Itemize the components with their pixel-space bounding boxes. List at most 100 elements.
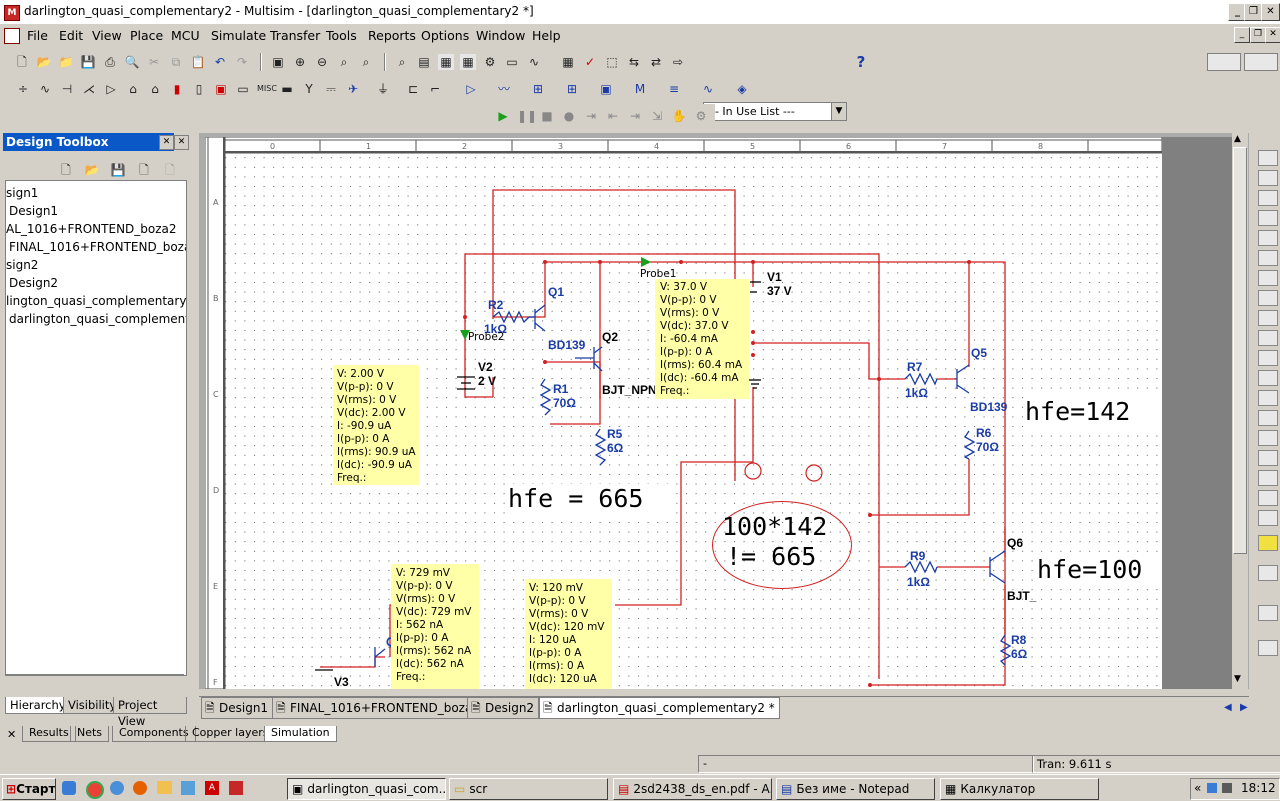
hand-icon[interactable]: ✋ <box>671 109 687 123</box>
show-desktop-icon[interactable] <box>62 781 76 795</box>
ttl-icon[interactable]: ⌂ <box>129 82 137 96</box>
tab-nets[interactable]: Nets <box>70 726 110 742</box>
schematic-sheet[interactable]: 0 1 2 3 4 5 6 7 8 A B C D E F <box>205 137 1162 689</box>
print-preview-icon[interactable]: 🔍 <box>124 55 140 69</box>
close-icon[interactable]: ✕ <box>7 728 17 741</box>
stop-icon[interactable]: ■ <box>541 109 553 123</box>
ni-components-icon[interactable]: ✈ <box>347 82 359 96</box>
connector-dropdown-icon[interactable]: ⊞ <box>566 82 578 96</box>
volume-icon[interactable] <box>1222 783 1232 793</box>
sheet-tab-design1[interactable]: 🗎Design1 <box>201 697 274 719</box>
iv-analyzer-icon[interactable] <box>1258 350 1278 366</box>
chevron-down-icon[interactable]: ▼ <box>831 103 846 120</box>
save-icon[interactable]: 💾 <box>80 55 96 69</box>
postprocessor-icon[interactable]: ∿ <box>528 55 540 69</box>
ni-elvis-icon[interactable] <box>1258 565 1278 581</box>
tree-item-final-root[interactable]: AL_1016+FRONTEND_boza2 <box>6 222 177 236</box>
sheet-tab-design2[interactable]: 🗎Design2 <box>467 697 540 719</box>
misc-icon[interactable]: MISC <box>257 84 277 93</box>
source-icon[interactable]: ÷ <box>17 82 29 96</box>
breakpoint-icon[interactable]: ● <box>563 109 575 123</box>
mdi-minimize-button[interactable]: _ <box>1234 27 1250 43</box>
tab-scroll-left-icon[interactable]: ◀ <box>1224 702 1232 713</box>
redo-icon[interactable]: ↷ <box>236 55 248 69</box>
zoom-area-icon[interactable]: ⌕ <box>340 55 348 69</box>
logic-converter-icon[interactable] <box>1258 330 1278 346</box>
tab-copper-layers[interactable]: Copper layers <box>185 726 276 742</box>
labview-instrument-icon[interactable] <box>1258 535 1278 551</box>
diode-icon[interactable]: ⊣ <box>61 82 73 96</box>
frequency-counter-icon[interactable] <box>1258 270 1278 286</box>
task-notepad[interactable]: ▤Без име - Notepad <box>776 778 935 800</box>
indicator-icon[interactable]: ▭ <box>237 82 249 96</box>
zoom-fit-icon[interactable]: ⌕ <box>362 55 370 69</box>
note-hfe-142[interactable]: hfe=142 <box>1025 395 1162 429</box>
open-icon[interactable]: 📂 <box>36 55 52 69</box>
bus-icon[interactable]: ⌐ <box>429 82 441 96</box>
run-icon[interactable]: ▶ <box>498 109 508 123</box>
database-manager-icon[interactable]: ⚙ <box>484 55 496 69</box>
backannotate-icon[interactable]: ⇆ <box>628 55 640 69</box>
tree-item-design1-root[interactable]: sign1 <box>6 186 39 200</box>
note-calc-2[interactable]: != 665 <box>726 542 817 571</box>
task-calculator[interactable]: ▦Калкулатор <box>940 778 1099 800</box>
tab-simulation[interactable]: Simulation <box>264 726 337 742</box>
instrument-dropdown-icon[interactable]: ▣ <box>600 82 612 96</box>
menu-mcu[interactable]: MCU <box>171 28 200 43</box>
close-icon[interactable]: ✕ <box>174 135 189 150</box>
probe-dropdown-icon[interactable]: ▷ <box>466 82 476 96</box>
open-sample-icon[interactable]: 📁 <box>58 55 74 69</box>
tree-item-final[interactable]: FINAL_1016+FRONTEND_boza2 <box>9 240 187 254</box>
agilent-generator-icon[interactable] <box>1258 430 1278 446</box>
in-use-list-dropdown[interactable]: --- In Use List --- ▼ <box>703 102 847 121</box>
tray-expand-icon[interactable]: « <box>1194 781 1202 795</box>
cut-icon[interactable]: ✂ <box>148 55 160 69</box>
oscilloscope-icon[interactable] <box>1258 210 1278 226</box>
new-sheet-icon[interactable]: 🗋 <box>139 163 149 177</box>
transistor-icon[interactable]: ⋌ <box>83 82 95 96</box>
mdi-close-button[interactable]: ✕ <box>1265 27 1280 43</box>
wattmeter-icon[interactable] <box>1258 190 1278 206</box>
current-probe-icon[interactable] <box>1258 605 1278 621</box>
menu-simulate[interactable]: Simulate <box>211 28 267 43</box>
pause-icon[interactable]: ❚❚ <box>517 109 538 123</box>
menu-reports[interactable]: Reports <box>368 28 416 43</box>
multimeter-icon[interactable] <box>1258 150 1278 166</box>
close-button[interactable]: ✕ <box>1261 3 1280 21</box>
tree-item-design2-root[interactable]: sign2 <box>6 258 39 272</box>
print-icon[interactable]: ⎙ <box>105 55 115 69</box>
tree-item-design1[interactable]: Design1 <box>9 204 59 218</box>
component-wizard-icon[interactable]: ▦ <box>562 55 574 69</box>
start-button[interactable]: ⊞Старт <box>2 778 56 800</box>
firefox-icon[interactable] <box>133 781 147 795</box>
chrome-alt-icon[interactable] <box>110 781 124 795</box>
sheet-tab-final[interactable]: 🗎FINAL_1016+FRONTEND_boza2 <box>272 697 485 719</box>
open-design-icon[interactable]: 📂 <box>84 163 100 177</box>
paste-icon[interactable]: 📋 <box>190 55 206 69</box>
region-icon[interactable]: ⬚ <box>606 55 618 69</box>
rf-icon[interactable]: Y <box>305 82 313 96</box>
probe-tool-icon[interactable] <box>1258 640 1278 656</box>
close-icon[interactable]: ✕ <box>159 135 174 150</box>
network-analyzer-icon[interactable] <box>1258 410 1278 426</box>
mcu-icon[interactable]: ▮ <box>173 82 181 96</box>
tektronix-oscilloscope-icon[interactable] <box>1258 490 1278 506</box>
tree-horizontal-scrollbar[interactable]: ◀ ▶ <box>6 674 184 675</box>
task-pdf[interactable]: ▤2sd2438_ds_en.pdf - A... <box>613 778 772 800</box>
align-dropdown-icon[interactable]: ≡ <box>668 82 680 96</box>
graph-dropdown-icon[interactable]: 〰 <box>497 82 510 96</box>
step-into-icon[interactable]: ⇤ <box>607 109 619 123</box>
advanced-peripherals-icon[interactable]: ▬ <box>281 82 293 96</box>
measure-dropdown-icon[interactable]: M <box>634 82 646 96</box>
mdi-restore-button[interactable]: ❐ <box>1250 27 1266 43</box>
new-design-icon[interactable]: 🗋 <box>61 163 71 177</box>
menu-help[interactable]: Help <box>532 28 561 43</box>
menu-edit[interactable]: Edit <box>59 28 84 43</box>
menu-view[interactable]: View <box>92 28 122 43</box>
agilent-oscilloscope-icon[interactable] <box>1258 470 1278 486</box>
network-icon[interactable] <box>1207 783 1217 793</box>
undo-icon[interactable]: ↶ <box>214 55 226 69</box>
toggle-fullscreen-icon[interactable]: ▣ <box>272 55 284 69</box>
hierarchical-block-icon[interactable]: ⊏ <box>407 82 419 96</box>
place-dropdown-icon[interactable]: ⊞ <box>532 82 544 96</box>
